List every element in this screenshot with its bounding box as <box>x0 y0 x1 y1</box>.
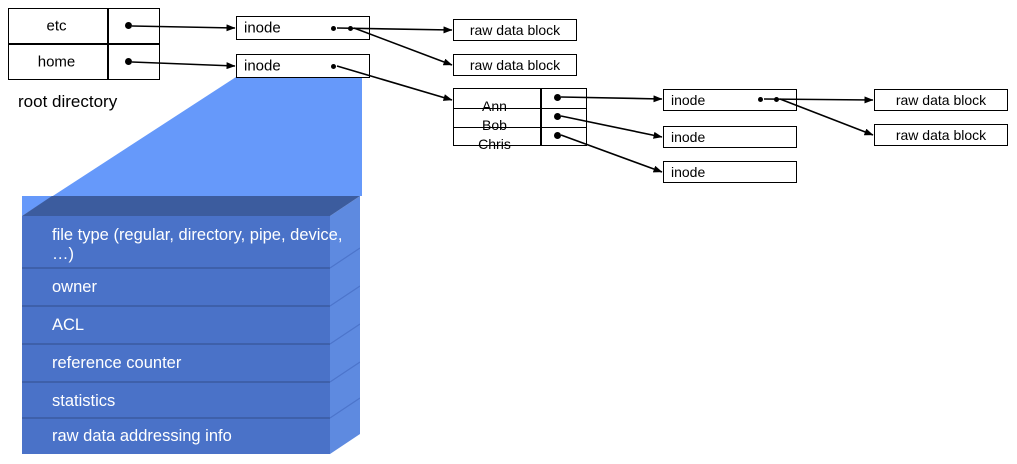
root-entry-name: etc <box>46 17 67 35</box>
ann-raw-data-block-1[interactable]: raw data block <box>874 89 1008 111</box>
etc-inode-pointer-dot-2 <box>348 26 353 31</box>
row-divider <box>107 45 109 79</box>
etc-inode-label: inode <box>244 19 281 37</box>
home-inode-label: inode <box>244 57 281 75</box>
etc-inode-pointer-dot-1 <box>331 26 336 31</box>
home-inode-pointer-dot-1 <box>331 64 336 69</box>
row-separator <box>454 107 586 110</box>
raw-data-block-label: raw data block <box>469 57 561 73</box>
root-entry-name: home <box>37 53 76 71</box>
home-entry-chris-pointer-dot <box>554 132 561 139</box>
home-entry-name: Ann <box>482 98 507 114</box>
inode-field-acl: ACL <box>52 316 85 334</box>
raw-data-block-label: raw data block <box>895 127 987 143</box>
root-entry-home-pointer-dot <box>125 58 132 65</box>
home-entry-ann-pointer-dot <box>554 94 561 101</box>
home-directory-table[interactable]: Ann Bob Chris <box>453 88 587 151</box>
inode-detail-stack: file type (regular, directory, pipe, dev… <box>22 196 360 454</box>
home-inode-box[interactable]: inode <box>236 54 370 78</box>
root-directory-caption: root directory <box>18 92 118 111</box>
chris-inode-box[interactable]: inode <box>663 161 797 183</box>
home-entry-bob-pointer-dot <box>554 113 561 120</box>
inode-field-owner: owner <box>52 278 97 296</box>
ann-raw-data-block-2[interactable]: raw data block <box>874 124 1008 146</box>
root-directory-row-etc[interactable]: etc <box>8 8 160 44</box>
row-divider <box>540 89 542 145</box>
root-entry-etc-pointer-dot <box>125 22 132 29</box>
inode-field-raw-data-addressing-info: raw data addressing info <box>52 427 232 445</box>
root-directory-row-home[interactable]: home <box>8 44 160 80</box>
raw-data-block-label: raw data block <box>469 22 561 38</box>
inode-field-statistics: statistics <box>52 392 116 410</box>
row-divider <box>107 9 109 43</box>
inode-field-file-type: file type (regular, directory, pipe, dev… <box>52 226 343 263</box>
ann-inode-pointer-dot-2 <box>774 97 779 102</box>
etc-raw-data-block-2[interactable]: raw data block <box>453 54 577 76</box>
inode-label: inode <box>671 164 706 180</box>
ann-inode-pointer-dot-1 <box>758 97 763 102</box>
etc-raw-data-block-1[interactable]: raw data block <box>453 19 577 41</box>
inode-field-reference-counter: reference counter <box>52 354 182 372</box>
bob-inode-box[interactable]: inode <box>663 126 797 148</box>
inode-label: inode <box>671 92 706 108</box>
home-entry-name: Chris <box>478 136 511 152</box>
raw-data-block-label: raw data block <box>895 92 987 108</box>
inode-label: inode <box>671 129 706 145</box>
row-separator <box>454 126 586 129</box>
home-entry-name: Bob <box>482 117 507 133</box>
